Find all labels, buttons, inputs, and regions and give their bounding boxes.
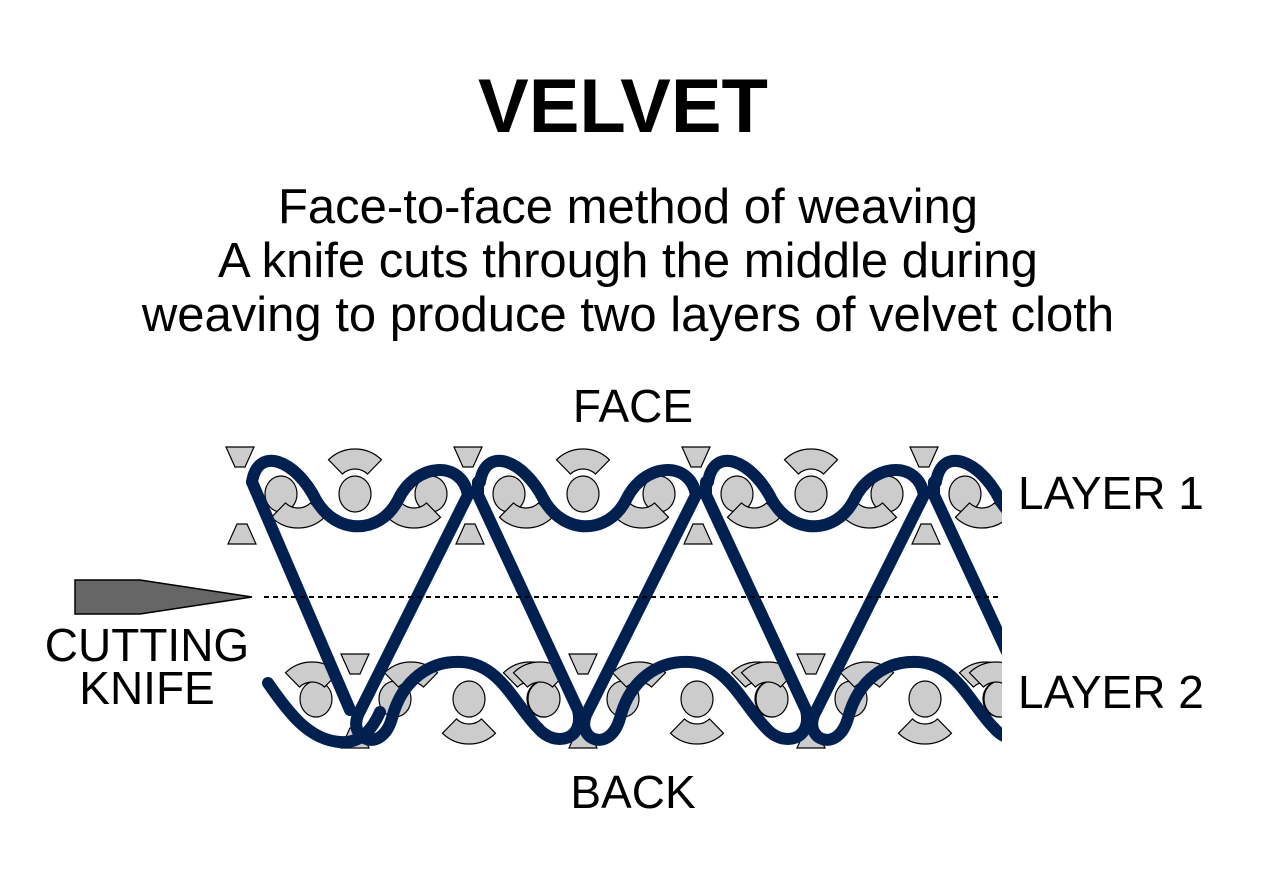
binding-warp — [568, 653, 598, 675]
subtitle-line-1: Face-to-face method of weaving — [278, 180, 978, 234]
pile-yarn — [702, 454, 1002, 746]
subtitle-line-2: A knife cuts through the middle during — [218, 234, 1038, 288]
ground-warp — [555, 448, 611, 475]
binding-warp — [681, 446, 711, 468]
weft-yarn — [755, 680, 789, 718]
ground-warp — [441, 718, 497, 745]
weft-yarn — [680, 680, 714, 718]
cutting-knife-label: CUTTING KNIFE — [22, 619, 272, 714]
diagram-subtitle: Face-to-face method of weaving A knife c… — [0, 180, 1256, 342]
binding-warp — [796, 653, 826, 675]
layer-1-label: LAYER 1 — [1018, 467, 1204, 519]
weft-yarn — [908, 680, 942, 718]
pile-yarn — [474, 454, 813, 746]
binding-warp — [225, 446, 255, 468]
weave-structure — [225, 446, 1243, 749]
ground-warp — [842, 502, 898, 529]
ground-warp — [954, 502, 1002, 529]
binding-warp — [1025, 728, 1053, 748]
weft-yarn — [794, 475, 828, 513]
weft-yarn — [527, 680, 561, 718]
binding-warp — [453, 446, 483, 468]
diagram-title: VELVET — [478, 64, 768, 149]
subtitle-line-3: weaving to produce two layers of velvet … — [141, 288, 1115, 342]
binding-warp — [683, 523, 713, 545]
ground-warp — [897, 718, 953, 745]
weft-yarn — [338, 475, 372, 513]
cutting-knife-icon — [74, 579, 253, 615]
weft-yarn — [452, 680, 486, 718]
weft-yarn — [1211, 681, 1243, 717]
weft-yarn — [983, 680, 1002, 718]
pile-yarn — [262, 677, 386, 749]
ground-warp — [327, 448, 383, 475]
binding-warp — [227, 523, 257, 545]
ground-warp — [1127, 719, 1180, 744]
back-label: BACK — [570, 766, 696, 818]
ground-warp — [386, 502, 442, 529]
ground-warp — [669, 718, 725, 745]
weft-yarn — [299, 680, 333, 718]
ground-warp — [614, 502, 670, 529]
layer-2-label: LAYER 2 — [1018, 666, 1204, 718]
binding-warp — [340, 653, 370, 675]
binding-warp — [455, 523, 485, 545]
face-label: FACE — [572, 380, 694, 432]
ground-warp — [968, 661, 1002, 688]
binding-warp — [911, 523, 941, 545]
binding-warp — [909, 446, 939, 468]
cutting-knife-label-line-1: CUTTING — [44, 619, 250, 671]
cutting-knife-label-line-2: KNIFE — [79, 662, 215, 714]
ground-warp — [783, 448, 839, 475]
weft-yarn — [566, 475, 600, 513]
